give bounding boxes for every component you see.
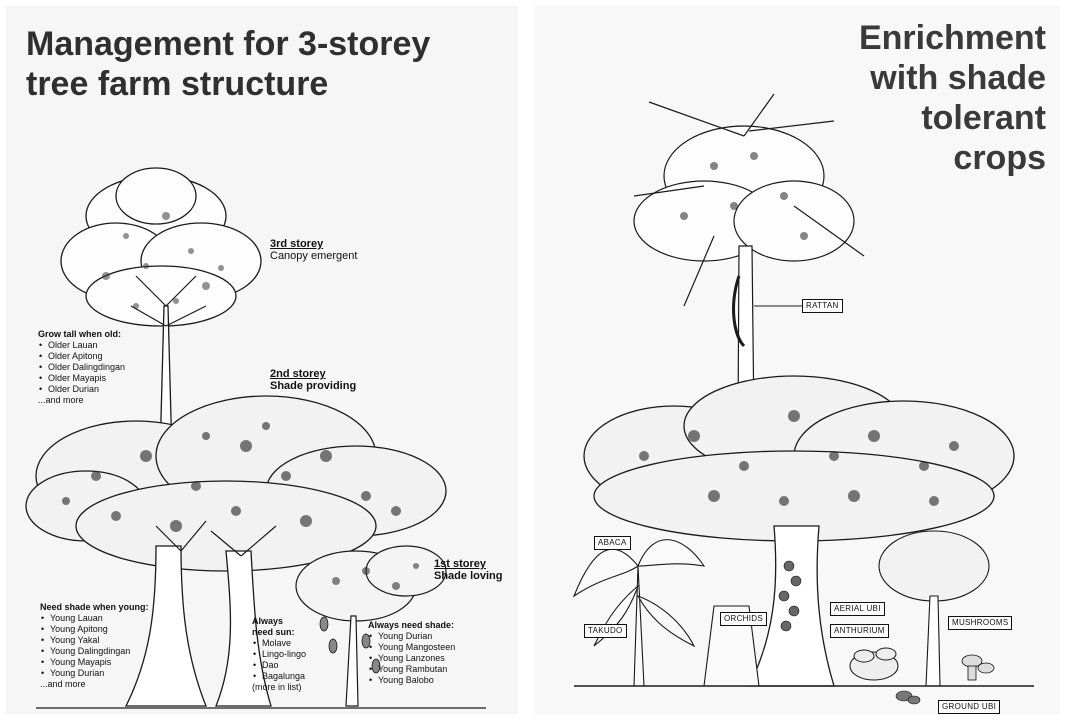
right-panel-enrichment: Enrichment with shade tolerant crops RAT… <box>534 6 1060 714</box>
need-sun-more: (more in list) <box>252 682 306 693</box>
need-shade-young-heading: Need shade when young: <box>40 602 149 613</box>
always-shade-item: Young Lanzones <box>378 653 455 664</box>
grow-tall-item: Older Mayapis <box>48 373 125 384</box>
grow-tall-more: ...and more <box>38 395 125 406</box>
storey1-desc: Shade loving <box>434 570 502 582</box>
need-sun-list: Always need sun: Molave Lingo-lingo Dao … <box>252 616 306 693</box>
need-shade-young-item: Young Apitong <box>50 624 149 635</box>
need-shade-young-more: ...and more <box>40 679 149 690</box>
right-title-line1: Enrichment <box>859 18 1046 58</box>
grow-tall-list: Grow tall when old: Older Lauan Older Ap… <box>38 329 125 406</box>
left-title-line2: tree farm structure <box>26 64 430 104</box>
need-shade-young-item: Young Dalingdingan <box>50 646 149 657</box>
need-sun-item: Lingo-lingo <box>262 649 306 660</box>
storey2-title: 2nd storey <box>270 368 356 380</box>
label-anthurium: ANTHURIUM <box>830 624 889 638</box>
storey3-desc: Canopy emergent <box>270 250 357 262</box>
label-rattan: RATTAN <box>802 299 843 313</box>
storey3-label: 3rd storey Canopy emergent <box>270 238 357 262</box>
need-shade-young-item: Young Durian <box>50 668 149 679</box>
left-title-line1: Management for 3-storey <box>26 24 430 64</box>
need-sun-item: Bagalunga <box>262 671 306 682</box>
right-title-line4: crops <box>859 138 1046 178</box>
need-sun-heading-line2: need sun: <box>252 627 306 638</box>
storey2-label: 2nd storey Shade providing <box>270 368 356 392</box>
grow-tall-item: Older Lauan <box>48 340 125 351</box>
grow-tall-heading: Grow tall when old: <box>38 329 125 340</box>
left-panel-three-storey: Management for 3-storey tree farm struct… <box>6 6 518 714</box>
right-title: Enrichment with shade tolerant crops <box>859 18 1046 178</box>
grow-tall-item: Older Durian <box>48 384 125 395</box>
need-sun-heading-line1: Always <box>252 616 306 627</box>
storey3-title: 3rd storey <box>270 238 357 250</box>
need-shade-young-item: Young Mayapis <box>50 657 149 668</box>
left-title: Management for 3-storey tree farm struct… <box>26 24 430 104</box>
always-shade-item: Young Rambutan <box>378 664 455 675</box>
grow-tall-item: Older Apitong <box>48 351 125 362</box>
always-shade-list: Always need shade: Young Durian Young Ma… <box>368 620 455 686</box>
label-abaca: ABACA <box>594 536 631 550</box>
label-takudo: TAKUDO <box>584 624 627 638</box>
storey2-desc: Shade providing <box>270 380 356 392</box>
storey1-title: 1st storey <box>434 558 502 570</box>
label-mushrooms: MUSHROOMS <box>948 616 1012 630</box>
always-shade-item: Young Mangosteen <box>378 642 455 653</box>
need-shade-young-list: Need shade when young: Young Lauan Young… <box>40 602 149 690</box>
label-ground-ubi: GROUND UBI <box>938 700 1000 714</box>
need-sun-item: Molave <box>262 638 306 649</box>
right-title-line3: tolerant <box>859 98 1046 138</box>
always-shade-heading: Always need shade: <box>368 620 455 631</box>
label-aerial-ubi: AERIAL UBI <box>830 602 885 616</box>
always-shade-item: Young Balobo <box>378 675 455 686</box>
grow-tall-item: Older Dalingdingan <box>48 362 125 373</box>
need-shade-young-item: Young Lauan <box>50 613 149 624</box>
label-orchids: ORCHIDS <box>720 612 767 626</box>
always-shade-item: Young Durian <box>378 631 455 642</box>
need-shade-young-item: Young Yakal <box>50 635 149 646</box>
right-title-line2: with shade <box>859 58 1046 98</box>
storey1-label: 1st storey Shade loving <box>434 558 502 582</box>
need-sun-item: Dao <box>262 660 306 671</box>
